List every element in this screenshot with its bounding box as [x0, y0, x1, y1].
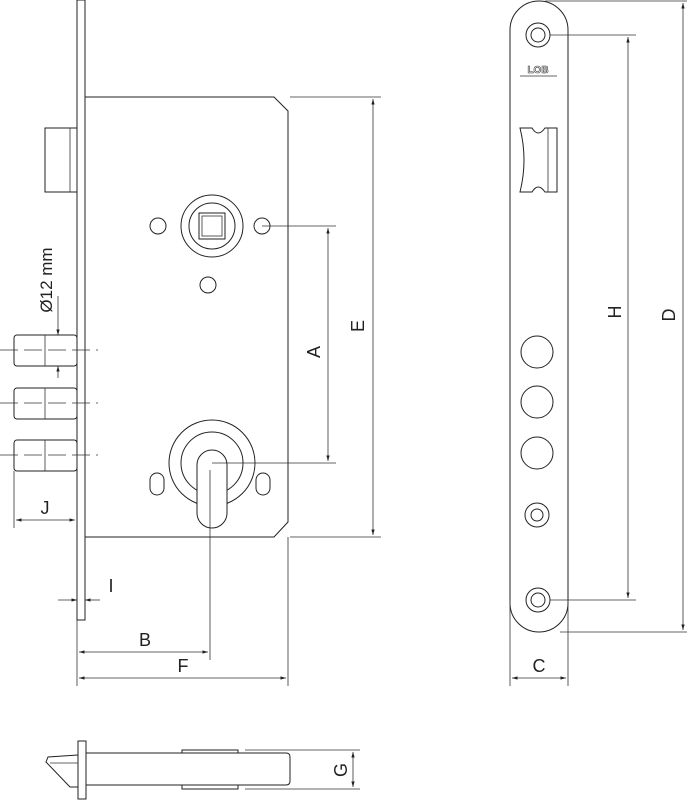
dim-label-a: A [304, 346, 324, 358]
dim-label-e: E [348, 320, 368, 332]
dim-label-f: F [178, 656, 189, 676]
faceplate-view: LOB D H C [509, 0, 687, 686]
screw-hole [149, 217, 167, 235]
top-view: G [45, 740, 360, 800]
latch-bolt [44, 127, 78, 193]
cylinder-keyway [196, 449, 228, 529]
screw-hole [530, 592, 546, 608]
dim-label-j: J [41, 498, 50, 518]
faceplate-side [76, 0, 86, 621]
front-view: A E B F I J Ø12 mm [0, 0, 381, 686]
logo: LOB [527, 65, 548, 76]
dim-label-c: C [533, 656, 546, 676]
faceplate-top [77, 740, 87, 800]
follower-inner [188, 202, 236, 250]
lock-body [84, 96, 289, 538]
side-slot [255, 472, 271, 496]
side-slot [149, 472, 165, 496]
bolt-hole [520, 436, 554, 470]
dim-label-g: G [331, 763, 351, 777]
spindle-square [198, 212, 226, 240]
dim-label-h: H [605, 306, 625, 319]
deadbolts [0, 334, 98, 472]
dim-label-d: D [659, 309, 679, 322]
bolt-hole [520, 385, 554, 419]
bolt-diameter-label: Ø12 mm [37, 247, 56, 312]
latch-top [45, 754, 79, 788]
dim-label-i: I [108, 576, 113, 596]
bolt-hole [520, 335, 554, 369]
body-top [86, 752, 291, 786]
follower-outer [180, 194, 244, 258]
dim-label-b: B [139, 630, 151, 650]
screw-hole [199, 276, 217, 294]
latch-opening [519, 127, 558, 193]
faceplate [509, 0, 569, 633]
screw-hole [530, 508, 544, 522]
screw-hole [530, 27, 546, 43]
